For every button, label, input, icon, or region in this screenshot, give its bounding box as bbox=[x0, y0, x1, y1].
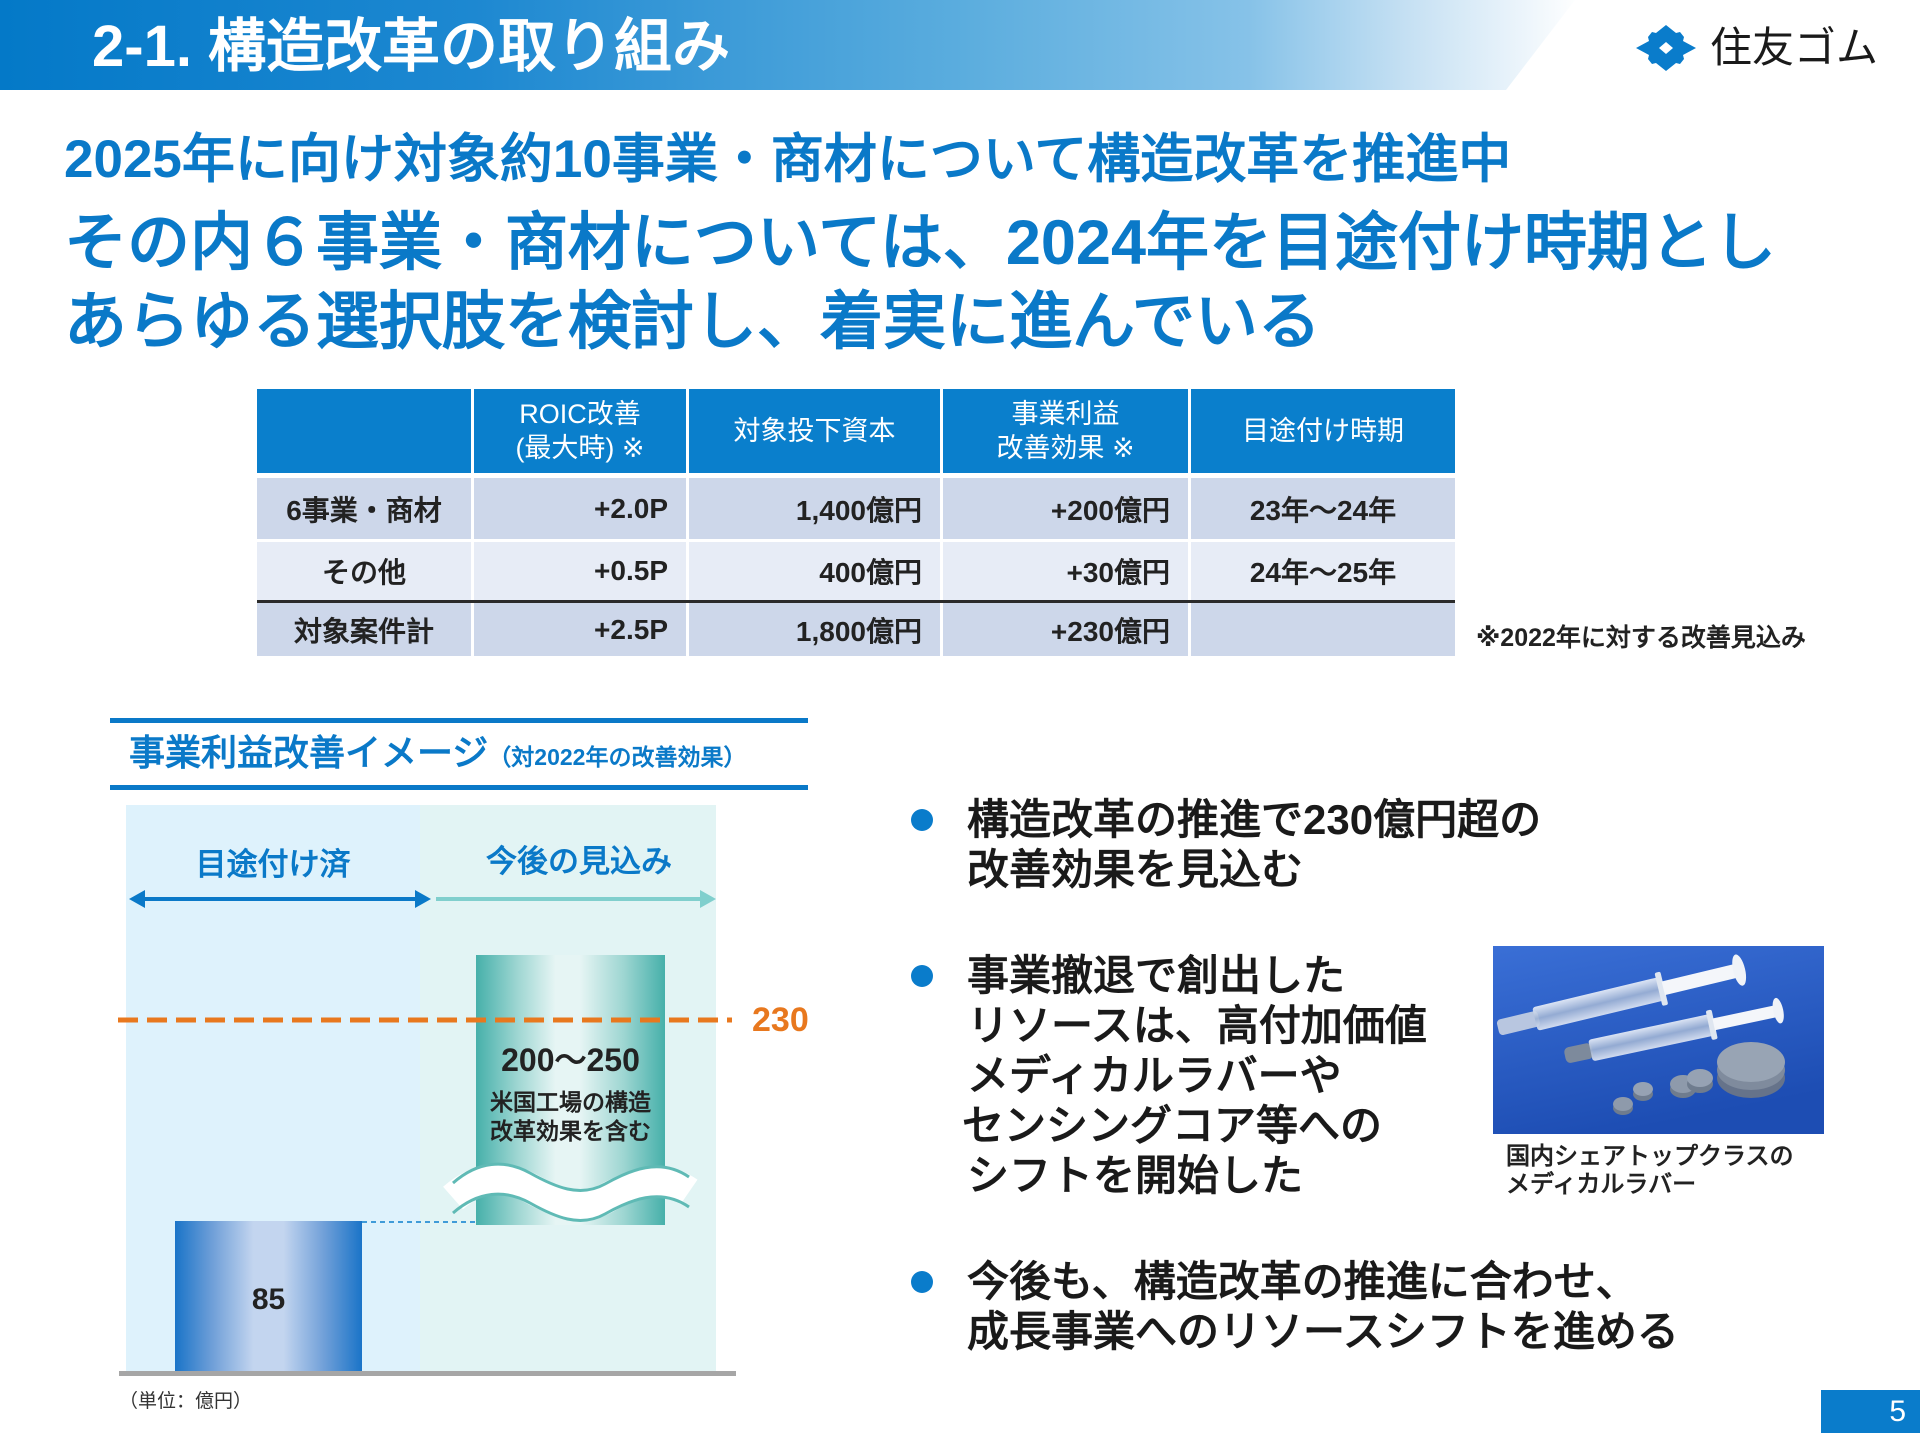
table-cell: 1,800億円 bbox=[689, 603, 940, 656]
chart-unit-label: （単位：億円） bbox=[119, 1391, 253, 1412]
bar-achieved bbox=[175, 1221, 362, 1372]
table-cell: +2.0P bbox=[474, 478, 686, 539]
chart-baseline bbox=[119, 1371, 736, 1376]
section-label-achieved: 目途付け済 bbox=[195, 847, 351, 882]
table-cell: 400億円 bbox=[689, 542, 940, 600]
axis-break-wave-icon bbox=[443, 1162, 698, 1222]
syringe-icon bbox=[1564, 997, 1784, 1063]
header-text: ROIC改善 bbox=[519, 399, 641, 429]
bullet-line: メディカルラバーや bbox=[967, 1052, 1342, 1099]
table-cell: 対象案件計 bbox=[257, 603, 471, 656]
table-header-cell bbox=[257, 389, 471, 473]
header-text: 改善効果 ※ bbox=[996, 433, 1135, 463]
table-row: 6事業・商材 +2.0P 1,400億円 +200億円 23年～24年 bbox=[257, 478, 1455, 539]
chart-title-top-rule bbox=[110, 718, 808, 723]
bullet-line: 成長事業へのリソースシフトを進める bbox=[967, 1308, 1679, 1355]
caption-line: 国内シェアトップクラスの bbox=[1506, 1143, 1794, 1170]
company-logo: 住友ゴム bbox=[1636, 22, 1878, 74]
chart-title-sub: （対2022年の改善効果） bbox=[488, 744, 747, 770]
section-label-forecast: 今後の見込み bbox=[486, 844, 672, 879]
bar-forecast-value: 200～250 bbox=[501, 1042, 640, 1078]
title-band bbox=[0, 0, 1575, 90]
igeta-diamond-icon bbox=[1636, 25, 1696, 71]
chart-title-main: 事業利益改善イメージ bbox=[129, 732, 489, 773]
header-text: 対象投下資本 bbox=[733, 416, 896, 446]
headline-line-1: 2025年に向け対象約10事業・商材について構造改革を推進中 bbox=[64, 130, 1512, 189]
table-cell: 23年～24年 bbox=[1191, 478, 1455, 539]
table-cell: +2.5P bbox=[474, 603, 686, 656]
table-cell: +200億円 bbox=[943, 478, 1188, 539]
photo-caption: 国内シェアトップクラスの メディカルラバー bbox=[1506, 1143, 1794, 1199]
headline-line-2: その内６事業・商材については、2024年を目途付け時期とし bbox=[64, 208, 1776, 278]
table-row: その他 +0.5P 400億円 +30億円 24年～25年 bbox=[257, 542, 1455, 600]
bar-achieved-value: 85 bbox=[251, 1283, 286, 1316]
bullet-line: 構造改革の推進で230億円超の bbox=[967, 796, 1542, 843]
table-cell: +0.5P bbox=[474, 542, 686, 600]
chart-overlay bbox=[118, 890, 732, 1223]
table-cell bbox=[1191, 603, 1455, 656]
bar-forecast-note-1: 米国工場の構造 bbox=[490, 1089, 651, 1115]
bullet-item-2: 事業撤退で創出した リソースは、高付加価値 メディカルラバーや センシングコア等… bbox=[962, 951, 1427, 1201]
syringe-icon bbox=[1496, 954, 1747, 1035]
logo-text: 住友ゴム bbox=[1710, 24, 1879, 71]
table-cell: 24年～25年 bbox=[1191, 542, 1455, 600]
table-header-row: ROIC改善 (最大時) ※ 対象投下資本 事業利益 改善効果 ※ 目途付け時期 bbox=[257, 389, 1455, 473]
arrow-right-icon bbox=[436, 890, 716, 908]
table-total-row: 対象案件計 +2.5P 1,800億円 +230億円 bbox=[257, 603, 1455, 656]
bullet-item-3: 今後も、構造改革の推進に合わせ、 成長事業へのリソースシフトを進める bbox=[967, 1257, 1679, 1357]
chart-title: 事業利益改善イメージ（対2022年の改善効果） bbox=[129, 730, 746, 784]
table-cell: 6事業・商材 bbox=[257, 478, 471, 539]
bullet-line: 今後も、構造改革の推進に合わせ、 bbox=[967, 1258, 1638, 1305]
chart-title-bottom-rule bbox=[110, 785, 808, 790]
total-divider bbox=[257, 600, 1455, 603]
bullet-icon bbox=[911, 965, 933, 987]
medical-rubber-photo bbox=[1493, 946, 1824, 1134]
double-arrow-icon bbox=[129, 890, 431, 908]
target-value-label: 230 bbox=[752, 1001, 809, 1039]
table-cell: +30億円 bbox=[943, 542, 1188, 600]
bullet-icon bbox=[911, 1271, 933, 1293]
page-title: 2-1. 構造改革の取り組み bbox=[92, 14, 731, 79]
table-cell: 1,400億円 bbox=[689, 478, 940, 539]
table-cell: +230億円 bbox=[943, 603, 1188, 656]
headline-line-3: あらゆる選択肢を検討し、着実に進んでいる bbox=[64, 287, 1321, 357]
header-text: (最大時) ※ bbox=[515, 433, 645, 463]
table-header-profit-improvement: 事業利益 改善効果 ※ bbox=[943, 389, 1188, 473]
table-footnote: ※2022年に対する改善見込み bbox=[1476, 624, 1806, 652]
bullet-line: リソースは、高付加価値 bbox=[967, 1002, 1427, 1049]
bullet-line: シフトを開始した bbox=[967, 1152, 1304, 1199]
bullet-line: 改善効果を見込む bbox=[967, 846, 1304, 893]
bullet-item-1: 構造改革の推進で230億円超の 改善効果を見込む bbox=[967, 795, 1541, 895]
table-header-target-period: 目途付け時期 bbox=[1191, 389, 1455, 473]
bullet-line: 事業撤退で創出した bbox=[967, 952, 1346, 999]
bullet-icon bbox=[911, 809, 933, 831]
caption-line: メディカルラバー bbox=[1506, 1171, 1697, 1198]
header-text: 目途付け時期 bbox=[1242, 416, 1404, 446]
table-cell: その他 bbox=[257, 542, 471, 600]
bullet-line: センシングコア等への bbox=[962, 1102, 1383, 1149]
header-text: 事業利益 bbox=[1011, 399, 1120, 429]
table-header-roic: ROIC改善 (最大時) ※ bbox=[474, 389, 686, 473]
table-header-invested-capital: 対象投下資本 bbox=[689, 389, 940, 473]
page-number: 5 bbox=[1821, 1390, 1920, 1433]
rubber-stoppers-icon bbox=[1613, 1042, 1785, 1115]
bar-forecast-note-2: 改革効果を含む bbox=[490, 1118, 651, 1144]
